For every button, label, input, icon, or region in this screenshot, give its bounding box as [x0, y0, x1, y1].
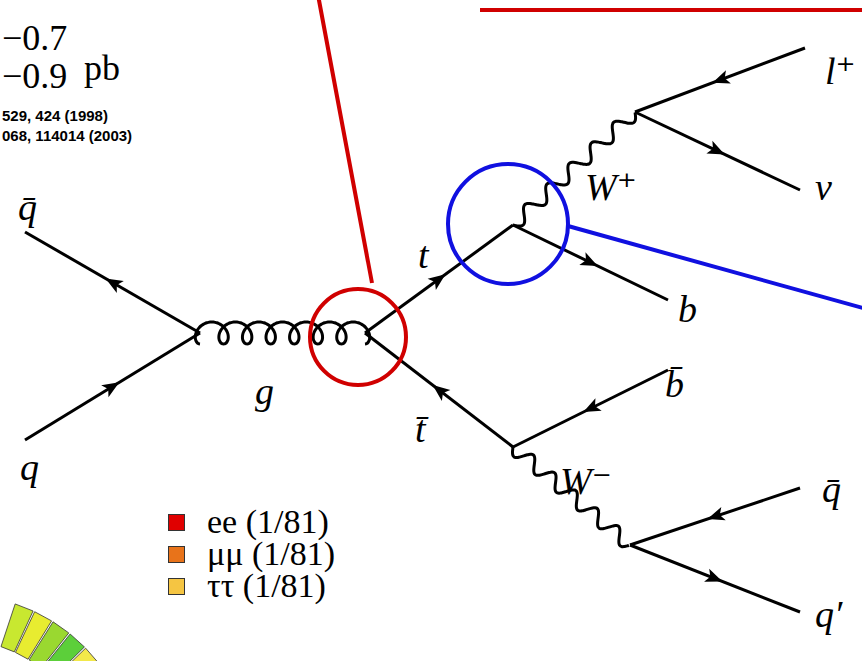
- particle-label: W⁻: [560, 462, 612, 500]
- particle-label: q̄: [18, 188, 37, 226]
- particle-label: q: [20, 448, 39, 486]
- fermion-line: [25, 232, 200, 333]
- fermion-line: [513, 370, 668, 447]
- legend-text: μμ (1/81): [207, 537, 335, 571]
- w-boson-line: [512, 447, 628, 547]
- fermion-arrow: [102, 272, 124, 293]
- highlight-circle: [448, 164, 568, 284]
- fermion-line: [365, 333, 513, 447]
- particle-label: t̄: [415, 410, 426, 448]
- particle-label: q′: [815, 595, 842, 633]
- gluon-line: [195, 322, 369, 344]
- fermion-arrow: [101, 376, 123, 397]
- legend-swatch: [168, 546, 185, 563]
- callout-box: [480, 8, 862, 12]
- fermion-line: [630, 488, 800, 545]
- fermion-arrow: [705, 507, 726, 526]
- legend-entry: ee (1/81): [168, 505, 329, 539]
- reference: 529, 424 (1998): [2, 108, 108, 123]
- fermion-arrow: [428, 380, 450, 401]
- legend-text: ττ (1/81): [207, 569, 326, 603]
- legend-entry: μμ (1/81): [168, 537, 335, 571]
- fermion-line: [635, 48, 805, 112]
- fermion-arrow: [579, 252, 600, 272]
- fermion-line: [635, 112, 800, 190]
- uncertainty: −0.7: [2, 20, 67, 56]
- fermion-arrow: [706, 141, 727, 161]
- fermion-line: [630, 545, 800, 612]
- fermion-arrow: [428, 269, 450, 290]
- uncertainty: −0.9: [2, 58, 67, 94]
- legend-swatch: [168, 578, 185, 595]
- callout-line: [568, 226, 862, 310]
- particle-label: g: [255, 372, 274, 410]
- fermion-arrow: [710, 70, 731, 89]
- legend-entry: ττ (1/81): [168, 569, 326, 603]
- particle-label: W⁺: [585, 168, 637, 206]
- fermion-line: [25, 333, 200, 440]
- particle-label: l⁺: [825, 52, 856, 90]
- particle-label: t: [418, 236, 429, 274]
- fermion-arrow: [580, 398, 601, 418]
- legend-text: ee (1/81): [207, 505, 329, 539]
- legend-swatch: [168, 514, 185, 531]
- particle-label: q̄: [822, 470, 841, 508]
- fermion-line: [513, 225, 668, 300]
- reference: 068, 114014 (2003): [2, 128, 132, 143]
- fermion-line: [365, 225, 513, 333]
- particle-label: ν: [815, 168, 832, 206]
- callout-line: [318, 0, 372, 283]
- particle-label: b̄: [665, 365, 684, 403]
- highlight-circle: [310, 289, 406, 385]
- fermion-arrow: [704, 569, 725, 588]
- unit-label: pb: [84, 50, 120, 86]
- particle-label: b: [678, 290, 697, 328]
- detector-wedge: [53, 648, 98, 661]
